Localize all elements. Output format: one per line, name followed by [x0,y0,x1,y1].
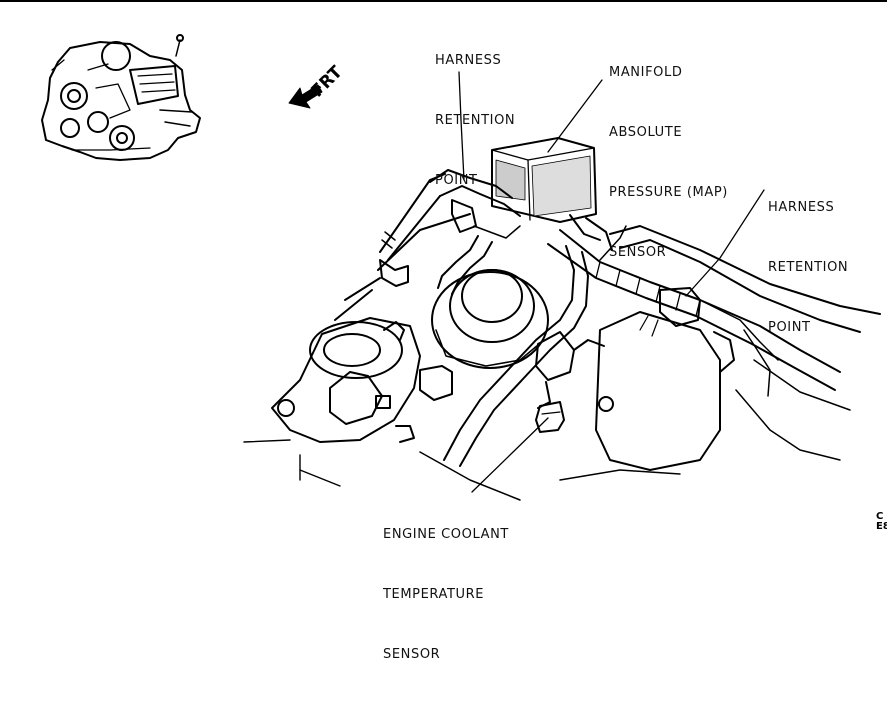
label-line: POINT [768,320,811,335]
engine-bay-drawing [243,137,881,501]
map-sensor-label: MANIFOLD ABSOLUTE PRESSURE (MAP) SENSOR [609,23,728,303]
leader-map-sensor [547,79,603,153]
top-border [0,0,887,2]
harness-retention-top-label: HARNESS RETENTION POINT [435,11,515,231]
label-line: SENSOR [609,245,667,260]
label-line: HARNESS [435,53,502,68]
diagram-frame: FRT HARNESS RETENTION POINT MANIFOLD ABS… [0,0,887,662]
front-direction-arrow [288,84,323,109]
label-line: TEMPERATURE [383,587,485,602]
map-sensor-shape [491,137,613,251]
label-line: ENGINE COOLANT [383,527,509,542]
leader-harness-right [685,189,765,297]
label-line: PRESSURE (MAP) [609,185,728,200]
engine-illustration: FRT [41,34,881,501]
figure-code-line: E8 [876,521,887,532]
label-line: HARNESS [768,200,835,215]
air-cleaner-dome [431,269,549,369]
harness-retention-right-label: HARNESS RETENTION POINT [768,158,848,378]
engine-inset-thumbnail [41,34,201,161]
figure-code-line: C [876,511,884,522]
label-line: RETENTION [768,260,849,275]
coolant-sensor-label: ENGINE COOLANT TEMPERATURE SENSOR [383,485,509,705]
leader-harness-top [458,71,465,181]
leader-coolant-sensor [471,417,549,493]
callout-leader-lines [458,71,765,493]
label-line: ABSOLUTE [609,125,683,140]
coolant-sensor-shape [535,331,605,433]
label-line: POINT [435,173,478,188]
label-line: SENSOR [383,647,441,662]
label-line: RETENTION [435,113,516,128]
figure-code: C E8 [876,512,887,532]
label-line: MANIFOLD [609,65,683,80]
